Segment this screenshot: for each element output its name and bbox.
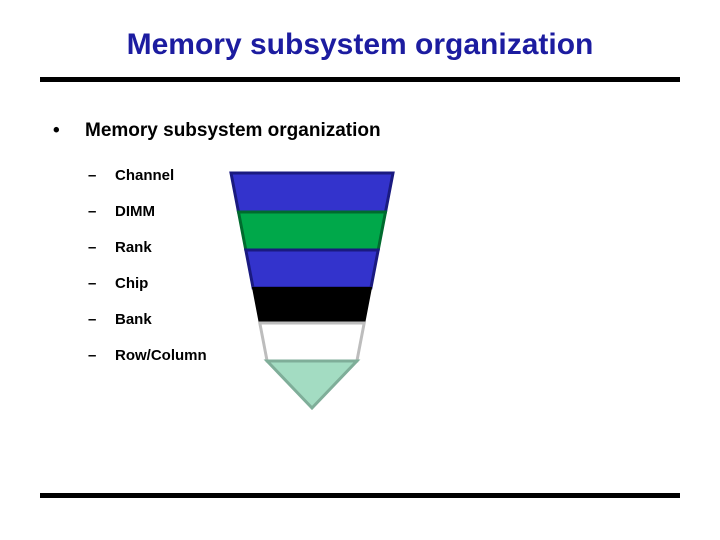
funnel-band-chip [251,287,373,324]
funnel-band-channel [229,171,395,214]
sub-bullet-chip: – Chip [88,274,468,293]
sub-bullet-row-column: – Row/Column [88,346,468,365]
inverted-pyramid-diagram [228,170,396,414]
dash-marker-icon: – [88,311,97,328]
dash-marker-icon: – [88,203,97,220]
funnel-band-row-column [263,359,361,411]
sub-bullet-dimm: – DIMM [88,202,468,221]
dash-marker-icon: – [88,239,97,256]
sub-bullet-label: Channel [115,167,175,184]
bullet-level1: • Memory subsystem organization [48,118,468,144]
sub-bullet-label: Bank [115,311,152,328]
dash-marker-icon: – [88,167,97,184]
body-content: • Memory subsystem organization – Channe… [48,118,468,365]
page-title: Memory subsystem organization [126,28,594,61]
sub-bullet-label: Rank [115,239,152,256]
footer-divider-bottom [40,493,680,498]
funnel-band-dimm [236,210,388,252]
bullet-dot-icon: • [53,120,60,141]
dash-marker-icon: – [88,347,97,364]
funnel-band-rank [243,248,381,290]
sub-bullet-channel: – Channel [88,166,468,185]
bullet-level1-label: Memory subsystem organization [85,120,381,141]
sub-bullet-label: Chip [115,275,149,292]
sub-bullet-label: DIMM [115,203,155,220]
sub-bullet-bank: – Bank [88,310,468,329]
funnel-band-bank [257,321,367,363]
sub-bullet-label: Row/Column [115,347,207,364]
sub-bullet-rank: – Rank [88,238,468,257]
title-divider-top [40,77,680,82]
sub-bullet-list: – Channel – DIMM – Rank – Chip – Bank – [48,166,468,365]
dash-marker-icon: – [88,275,97,292]
funnel-svg [229,171,395,411]
